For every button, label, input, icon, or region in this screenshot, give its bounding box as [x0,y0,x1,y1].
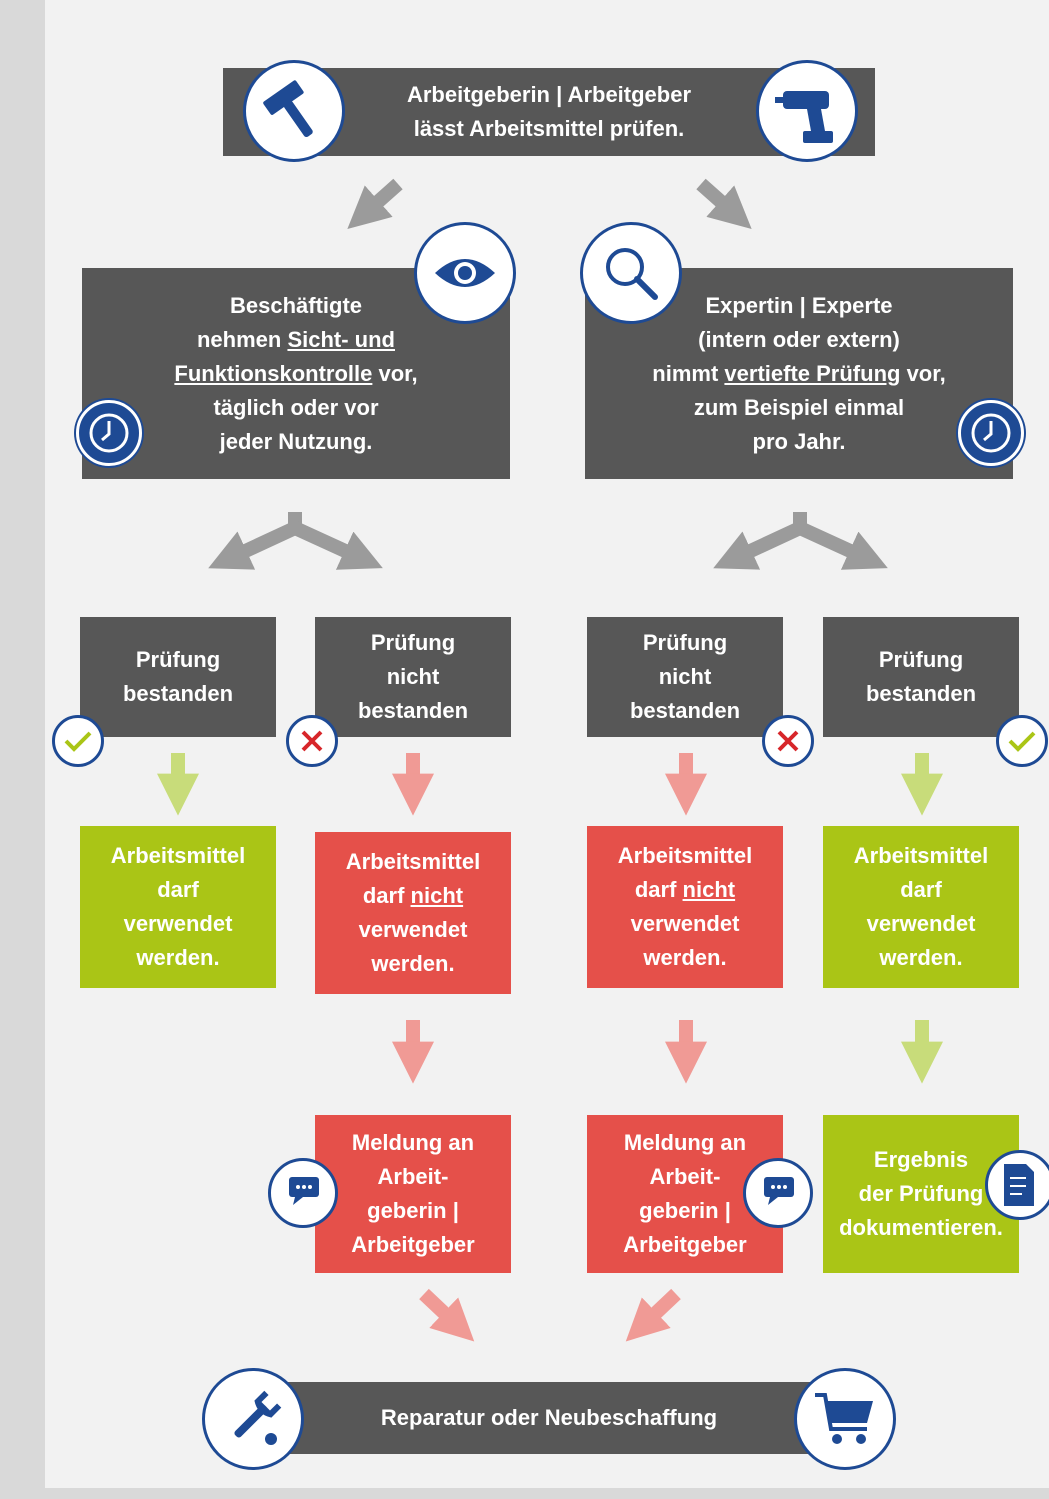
failed-label-right: Prüfung nicht bestanden [629,630,741,723]
expert-check-line-3: nimmt vertiefte Prüfung vor, [652,357,945,391]
may-not-use-line-3: verwendet [358,917,468,942]
may-not-use-line-2: darf nicht [346,879,480,913]
cross-icon [762,715,814,767]
visual-check-line-4: täglich oder vor [213,394,379,420]
may-not-use-line-3: verwendet [630,911,740,936]
may-not-use-line-1: Arbeitsmittel [345,849,481,874]
may-not-use-box-right: Arbeitsmittel darf nicht verwendet werde… [587,826,783,988]
passed-label-right: Prüfung bestanden [865,647,977,706]
may-use-box-left: Arbeitsmittel darf verwendet werden. [80,826,276,988]
may-not-use-not: nicht [682,877,736,902]
eye-icon [414,222,516,324]
visual-check-line-3-post: vor, [372,360,418,386]
expert-check-line-4: zum Beispiel einmal [693,394,905,420]
cross-icon [286,715,338,767]
may-use-box-right: Arbeitsmittel darf verwendet werden. [823,826,1019,988]
arrow-bottom-left [419,1288,475,1342]
expert-check-line-3-pre: nimmt [652,360,725,386]
clock-icon [958,400,1024,466]
may-use-label-right: Arbeitsmittel darf verwendet werden. [853,843,989,970]
failed-box-right: Prüfung nicht bestanden [587,617,783,737]
document-label: Ergebnis der Prüfung dokumentieren. [839,1147,1003,1240]
may-not-use-line-4: werden. [371,951,455,976]
report-label-right: Meldung an Arbeit- geberin | Arbeitgeber [623,1130,747,1257]
cart-icon [794,1368,896,1470]
clock-icon [76,400,142,466]
may-not-use-not: nicht [410,883,464,908]
check-icon [996,715,1048,767]
expert-check-line-3-underlined: vertiefte Prüfung [724,360,901,386]
may-not-use-line-2-pre: darf [634,877,683,902]
may-use-label-left: Arbeitsmittel darf verwendet werden. [110,843,246,970]
may-not-use-line-2-pre: darf [362,883,411,908]
report-label-left: Meldung an Arbeit- geberin | Arbeitgeber [351,1130,475,1257]
fork-left-b [292,521,383,570]
arrow-top-right [696,178,752,230]
fork-right-b [797,521,888,570]
report-box-left: Meldung an Arbeit- geberin | Arbeitgeber [315,1115,511,1273]
arrow-top-left [347,178,403,230]
visual-check-line-5: jeder Nutzung. [219,428,373,454]
fork-left [208,512,302,570]
visual-check-line-2-underlined: Sicht- und [287,326,395,352]
expert-check-line-1: Expertin | Experte [705,292,893,318]
document-icon [985,1150,1049,1220]
expert-check-line-2: (intern oder extern) [698,326,900,352]
chat-icon [268,1158,338,1228]
passed-box-right: Prüfung bestanden [823,617,1019,737]
arrow-bottom-right [625,1288,681,1342]
may-not-use-line-2: darf nicht [618,873,752,907]
may-not-use-line-1: Arbeitsmittel [617,843,753,868]
hammer-icon [243,60,345,162]
magnifier-icon [580,222,682,324]
report-box-right: Meldung an Arbeit- geberin | Arbeitgeber [587,1115,783,1273]
check-icon [52,715,104,767]
chat-icon [743,1158,813,1228]
visual-check-line-1: Beschäftigte [229,292,363,318]
visual-check-line-2-pre: nehmen [196,326,288,352]
visual-check-line-3: Funktionskontrolle vor, [174,357,417,391]
drill-icon [756,60,858,162]
visual-check-box: Beschäftigte nehmen Sicht- und Funktions… [82,268,510,479]
failed-box-left: Prüfung nicht bestanden [315,617,511,737]
expert-check-line-3-post: vor, [900,360,946,386]
repair-label: Reparatur oder Neubeschaffung [380,1405,718,1430]
visual-check-line-3-underlined: Funktionskontrolle [174,360,373,386]
expert-check-line-5: pro Jahr. [752,428,846,454]
failed-label-left: Prüfung nicht bestanden [357,630,469,723]
passed-box-left: Prüfung bestanden [80,617,276,737]
fork-right [713,512,807,570]
start-line-2: lässt Arbeitsmittel prüfen. [413,116,685,141]
visual-check-line-2: nehmen Sicht- und [174,323,417,357]
passed-label-left: Prüfung bestanden [122,647,234,706]
repair-box: Reparatur oder Neubeschaffung [228,1382,870,1454]
wrench-icon [202,1368,304,1470]
may-not-use-line-4: werden. [643,945,727,970]
may-not-use-box-left: Arbeitsmittel darf nicht verwendet werde… [315,832,511,994]
start-line-1: Arbeitgeberin | Arbeitgeber [406,82,692,107]
